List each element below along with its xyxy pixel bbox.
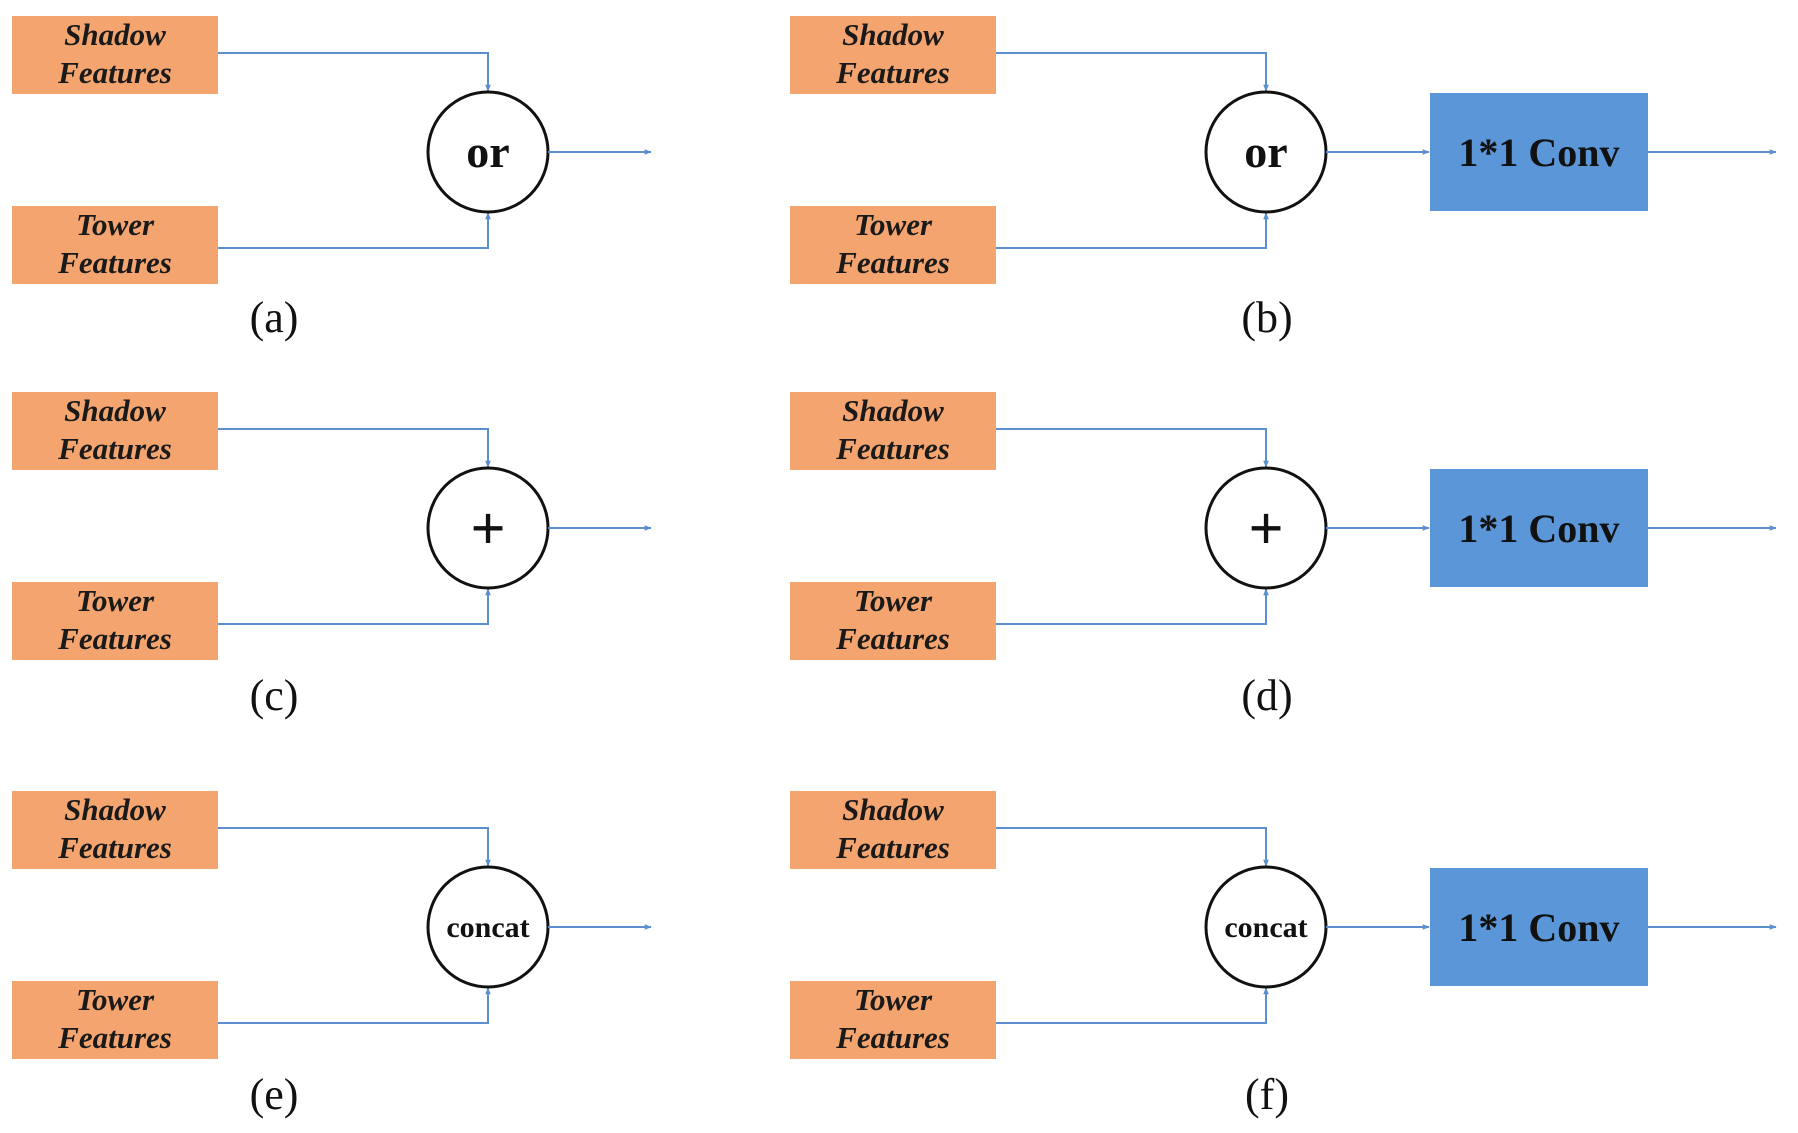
tower-connector-e xyxy=(218,987,491,1024)
plus-icon-d: + xyxy=(1248,495,1283,563)
shadow-features-b-label-line-2: Features xyxy=(835,55,950,90)
tower-features-b-label-line-2: Features xyxy=(835,245,950,280)
shadow-features-a-label-line-1: Shadow xyxy=(64,17,166,52)
tower-features-c-label-line-2: Features xyxy=(57,621,172,656)
shadow-features-a-box xyxy=(12,16,218,94)
conv-block-d xyxy=(1430,469,1648,587)
shadow-features-c-label-line-1: Shadow xyxy=(64,393,166,428)
concat-text-f: concat xyxy=(1224,911,1307,944)
tower-connector-d xyxy=(996,588,1269,625)
shadow-features-b-label-line-1: Shadow xyxy=(842,17,944,52)
tower-features-e-label-line-2: Features xyxy=(57,1020,172,1055)
tower-connector-a xyxy=(218,212,491,249)
caption-a: (a) xyxy=(250,293,299,342)
caption-f: (f) xyxy=(1245,1070,1289,1119)
shadow-features-d-label-line-2: Features xyxy=(835,431,950,466)
tower-features-d-label-line-2: Features xyxy=(835,621,950,656)
caption-c: (c) xyxy=(250,671,299,720)
tower-connector-c xyxy=(218,588,491,625)
plus-icon-c: + xyxy=(470,495,505,563)
conv-label-f: 1*1 Conv xyxy=(1458,905,1619,950)
shadow-features-f-label-line-1: Shadow xyxy=(842,792,944,827)
or-text-a: or xyxy=(466,126,509,177)
shadow-features-e-label-line-2: Features xyxy=(57,830,172,865)
caption-b: (b) xyxy=(1241,293,1292,342)
shadow-features-d-label-line-1: Shadow xyxy=(842,393,944,428)
shadow-connector-c xyxy=(218,428,491,468)
shadow-features-d-box xyxy=(790,392,996,470)
caption-e: (e) xyxy=(250,1070,299,1119)
conv-block-b xyxy=(1430,93,1648,211)
conv-label-d: 1*1 Conv xyxy=(1458,506,1619,551)
or-text-b: or xyxy=(1244,126,1287,177)
shadow-features-c-label-line-2: Features xyxy=(57,431,172,466)
shadow-features-e-label-line-1: Shadow xyxy=(64,792,166,827)
tower-features-d-label-line-1: Tower xyxy=(854,583,933,618)
tower-features-c-label-line-1: Tower xyxy=(76,583,155,618)
tower-connector-f xyxy=(996,987,1269,1024)
shadow-connector-e xyxy=(218,827,491,867)
caption-d: (d) xyxy=(1241,671,1292,720)
shadow-features-b-box xyxy=(790,16,996,94)
shadow-features-c-box xyxy=(12,392,218,470)
shadow-connector-b xyxy=(996,52,1269,92)
conv-block-f xyxy=(1430,868,1648,986)
tower-features-e-label-line-1: Tower xyxy=(76,982,155,1017)
shadow-connector-d xyxy=(996,428,1269,468)
tower-features-b-box xyxy=(790,206,996,284)
shadow-features-e-box xyxy=(12,791,218,869)
tower-connector-b xyxy=(996,212,1269,249)
shadow-connector-a xyxy=(218,52,491,92)
tower-features-c-box xyxy=(12,582,218,660)
tower-features-e-box xyxy=(12,981,218,1059)
tower-features-d-box xyxy=(790,582,996,660)
tower-features-a-label-line-2: Features xyxy=(57,245,172,280)
tower-features-f-label-line-1: Tower xyxy=(854,982,933,1017)
conv-label-b: 1*1 Conv xyxy=(1458,130,1619,175)
tower-features-f-box xyxy=(790,981,996,1059)
concat-text-e: concat xyxy=(446,911,529,944)
tower-features-a-box xyxy=(12,206,218,284)
tower-features-b-label-line-1: Tower xyxy=(854,207,933,242)
shadow-connector-f xyxy=(996,827,1269,867)
shadow-features-f-label-line-2: Features xyxy=(835,830,950,865)
tower-features-f-label-line-2: Features xyxy=(835,1020,950,1055)
shadow-features-f-box xyxy=(790,791,996,869)
tower-features-a-label-line-1: Tower xyxy=(76,207,155,242)
shadow-features-a-label-line-2: Features xyxy=(57,55,172,90)
